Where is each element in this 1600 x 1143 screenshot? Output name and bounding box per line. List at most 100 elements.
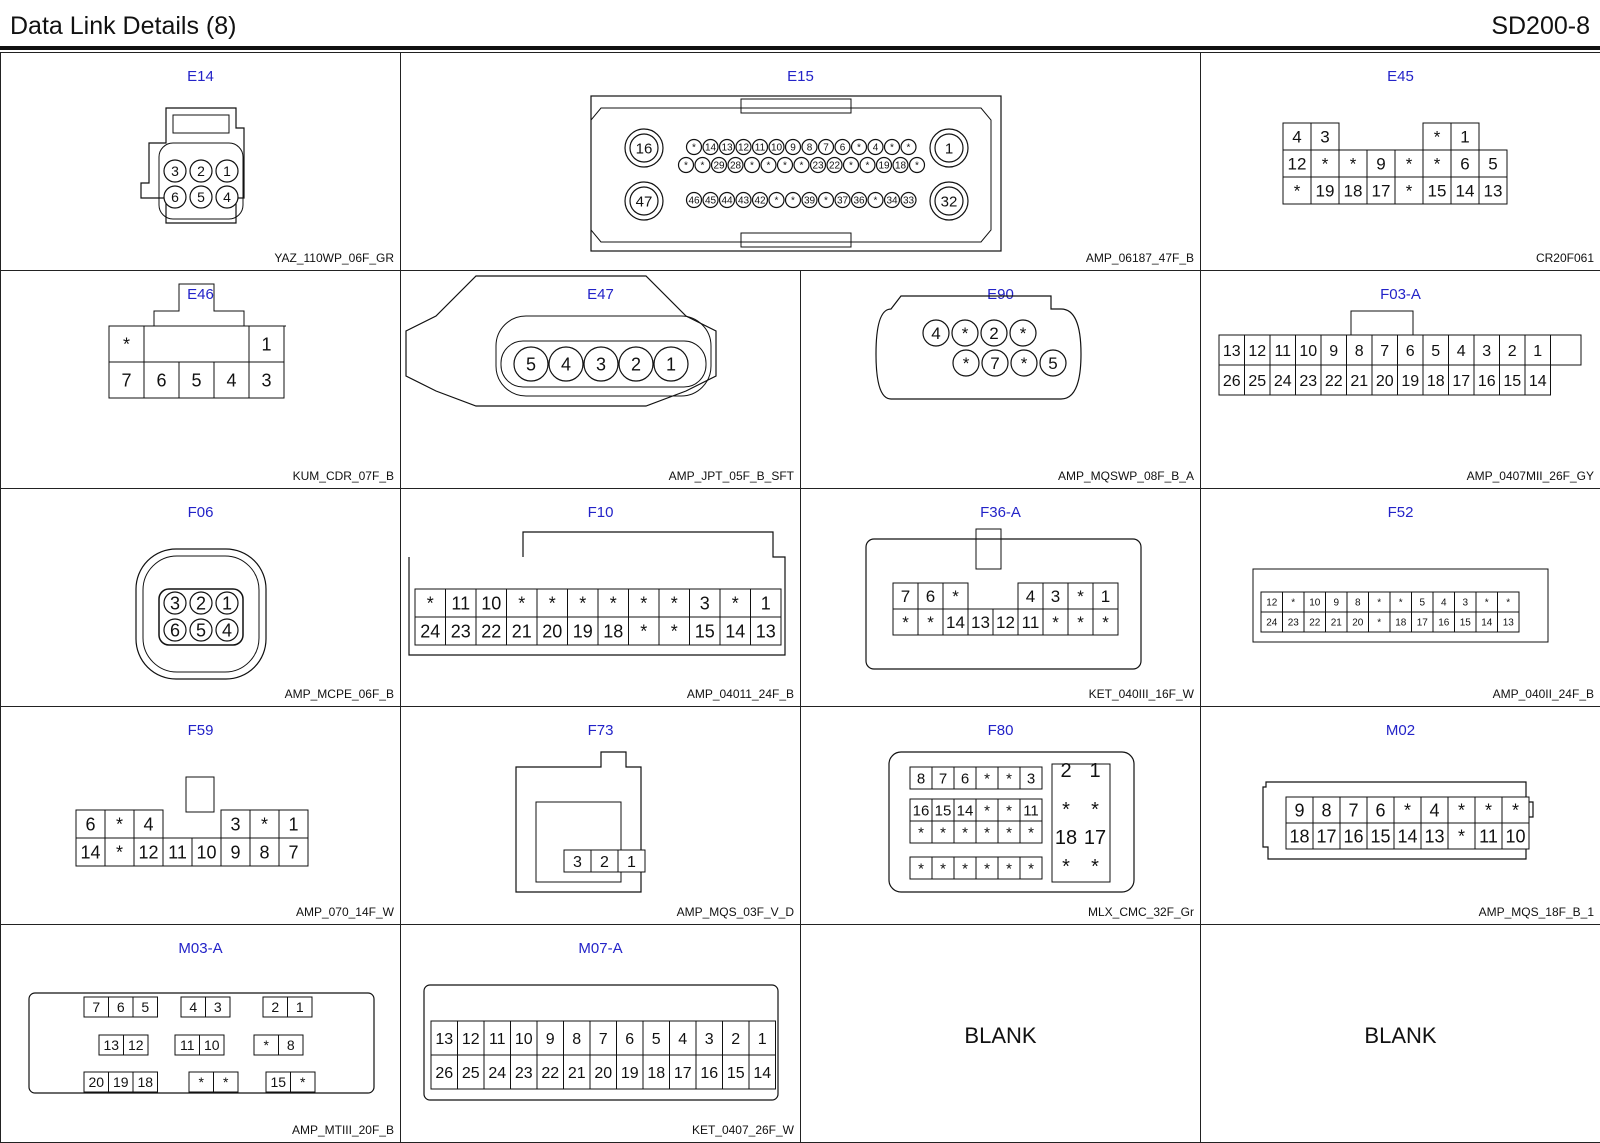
pin-cell <box>108 325 145 363</box>
pin-cell <box>1447 822 1476 850</box>
pin-cell <box>287 996 313 1018</box>
pin-cell <box>1019 820 1043 844</box>
pin-label: 11 <box>489 1031 506 1048</box>
connector-label: M07-A <box>578 940 623 957</box>
pin-label: * <box>962 824 968 841</box>
pin-label: 18 <box>1055 827 1077 849</box>
pin-cavity <box>768 138 785 156</box>
pin-label: * <box>1506 598 1510 609</box>
pin-label: * <box>907 143 911 154</box>
pin-label: 14 <box>1529 373 1547 390</box>
pin-label: 1 <box>223 163 231 179</box>
pin-label: * <box>1052 613 1059 632</box>
pin-label: 10 <box>515 1031 533 1048</box>
pin-label: 21 <box>1350 373 1368 390</box>
pin-cell <box>75 837 106 867</box>
pin-label: * <box>671 621 678 641</box>
pin-label: * <box>261 814 268 834</box>
pin-cell <box>1450 176 1480 205</box>
pin-label: 11 <box>755 143 766 154</box>
pin-label: 18 <box>1344 182 1363 201</box>
pin-label: * <box>952 587 959 606</box>
pin-label: 9 <box>790 143 796 154</box>
pin-label: 7 <box>939 770 947 787</box>
pin-label: 16 <box>1478 373 1496 390</box>
pin-label: 4 <box>189 999 197 1015</box>
part-number: KET_0407_26F_W <box>691 1123 794 1137</box>
pin-label: * <box>1077 613 1084 632</box>
pin-cell <box>1310 122 1340 151</box>
pin-cell <box>132 996 158 1018</box>
pin-label: 5 <box>1419 598 1425 609</box>
pin-cell <box>290 1071 316 1093</box>
part-number: MLX_CMC_32F_Gr <box>1087 905 1194 919</box>
pin-cell <box>178 361 215 399</box>
pin-label: * <box>732 593 739 613</box>
pin-label: 9 <box>1333 598 1339 609</box>
pin-label: 18 <box>1395 618 1407 629</box>
pin-cell <box>748 1020 776 1056</box>
pin-cell <box>1019 766 1043 790</box>
pin-label: * <box>610 593 617 613</box>
pin-label: 1 <box>296 999 304 1015</box>
pin-cell <box>1394 176 1424 205</box>
pin-cavity <box>702 191 719 209</box>
pin-label: 14 <box>1481 618 1493 629</box>
pin-label: 19 <box>621 1065 639 1082</box>
pin-label: * <box>1404 800 1411 820</box>
pin-cell <box>1478 149 1508 178</box>
pin-label: 6 <box>625 1031 634 1048</box>
pin-cell <box>892 582 919 610</box>
pin-label: 6 <box>926 587 935 606</box>
pin-label: 5 <box>197 189 205 205</box>
pin-label: 16 <box>1343 826 1363 846</box>
pin-label: 14 <box>753 1065 771 1082</box>
pin-label: 23 <box>1288 618 1300 629</box>
pin-label: 15 <box>1460 618 1472 629</box>
pin-label: 42 <box>754 196 766 207</box>
pin-label: * <box>866 161 870 172</box>
part-number: AMP_MQS_03F_V_D <box>676 905 794 919</box>
pin-label: * <box>783 161 787 172</box>
pin-cavity <box>685 191 703 209</box>
part-number: KET_040III_16F_W <box>1088 687 1194 701</box>
pin-label: 47 <box>636 193 653 210</box>
pin-cavity <box>1039 349 1067 377</box>
pin-cell <box>1474 822 1503 850</box>
pin-label: 22 <box>829 161 841 172</box>
pin-label: 11 <box>1022 613 1040 632</box>
pin-cell <box>1420 822 1449 850</box>
pin-label: 14 <box>705 143 717 154</box>
pin-label: 15 <box>1428 182 1447 201</box>
pin-cell <box>1312 822 1341 850</box>
pin-label: 18 <box>895 161 907 172</box>
pin-label: 13 <box>971 613 990 632</box>
pin-label: 8 <box>807 143 813 154</box>
pin-label: 17 <box>1084 827 1106 849</box>
pin-label: 15 <box>695 621 715 641</box>
pin-label: 4 <box>873 143 879 154</box>
pin-label: 8 <box>1321 800 1331 820</box>
pin-cell <box>942 608 969 636</box>
pin-label: * <box>1406 182 1413 201</box>
pin-label: 4 <box>678 1031 687 1048</box>
pin-label: 9 <box>546 1031 555 1048</box>
pin-label: 10 <box>196 842 216 862</box>
pin-label: 16 <box>700 1065 718 1082</box>
pin-cell <box>205 996 231 1018</box>
pin-label: * <box>984 770 990 787</box>
pin-cavity <box>751 191 769 209</box>
pin-cell <box>104 809 135 839</box>
pin-label: * <box>791 196 795 207</box>
pin-cell <box>1282 176 1312 205</box>
pin-cell <box>1473 364 1500 396</box>
part-number: AMP_MTIII_20F_B <box>291 1123 394 1137</box>
pin-label: 4 <box>223 189 231 205</box>
